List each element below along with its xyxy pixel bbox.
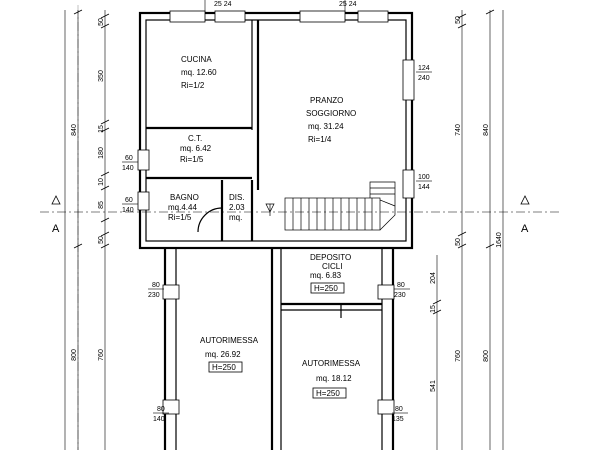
dim-left-85: 85	[98, 201, 105, 209]
garage-walls	[162, 248, 395, 450]
win-bagno-h: 140	[122, 207, 134, 214]
house-walls	[138, 11, 414, 250]
win-pranzo-top-w: 124	[418, 65, 430, 72]
pranzo-name-2: SOGGIORNO	[306, 109, 356, 118]
win-ct-w: 60	[125, 155, 133, 162]
ct-ratio: Ri=1/5	[180, 155, 204, 164]
dim-right-50-bottom: 50	[455, 238, 462, 246]
pranzo-area: mq. 31.24	[308, 122, 344, 131]
win-auto1-top-h: 230	[148, 292, 160, 299]
deposito-area: mq. 6.83	[310, 271, 342, 280]
win-auto1-bottom-w: 80	[157, 406, 165, 413]
win-pranzo-bottom-w: 100	[418, 174, 430, 181]
room-cucina: CUCINA mq. 12.60 Ri=1/2	[181, 55, 217, 90]
autorimessa1-name: AUTORIMESSA	[200, 336, 259, 345]
room-ct: C.T. mq. 6.42 Ri=1/5	[180, 134, 212, 164]
dim-right-541: 541	[430, 380, 437, 392]
dim-right-740: 740	[455, 124, 462, 136]
deposito-name-1: DEPOSITO	[310, 253, 351, 262]
deposito-name-2: CICLI	[322, 262, 342, 271]
win-auto1-top-w: 80	[152, 282, 160, 289]
win-bagno-w: 60	[125, 197, 133, 204]
autorimessa1-area: mq. 26.92	[205, 350, 241, 359]
left-dimensions: 50 350 15 180 10 85 50 840 760 800	[64, 9, 110, 450]
cucina-ratio: Ri=1/2	[181, 81, 205, 90]
autorimessa2-height: H=250	[316, 389, 340, 398]
dim-left-760: 760	[98, 349, 105, 361]
win-dep-w: 80	[397, 282, 405, 289]
bagno-name: BAGNO	[170, 193, 199, 202]
dim-left-350: 350	[98, 70, 105, 82]
bagno-ratio: Ri=1/5	[168, 213, 192, 222]
autorimessa1-height: H=250	[212, 363, 236, 372]
win-auto2-bottom-w: 80	[395, 406, 403, 413]
win-pranzo-top-h: 240	[418, 75, 430, 82]
dim-left-800: 800	[71, 349, 78, 361]
dim-left-840: 840	[71, 124, 78, 136]
room-bagno: BAGNO mq.4.44 Ri=1/5	[168, 193, 199, 222]
stairs	[265, 181, 396, 231]
dim-top-left: 25 24	[214, 1, 232, 8]
dim-right-760: 760	[455, 350, 462, 362]
ct-area: mq. 6.42	[180, 144, 212, 153]
dim-right-204: 204	[430, 272, 437, 284]
bagno-door	[197, 207, 223, 233]
dis-area: 2.03	[229, 203, 245, 212]
dim-left-15: 15	[98, 125, 105, 133]
autorimessa2-name: AUTORIMESSA	[302, 359, 361, 368]
bagno-area: mq.4.44	[168, 203, 197, 212]
room-pranzo-soggiorno: PRANZO SOGGIORNO mq. 31.24 Ri=1/4	[306, 96, 356, 144]
section-marker-right: A	[521, 223, 529, 235]
win-pranzo-bottom-h: 144	[418, 184, 430, 191]
room-deposito-cicli: DEPOSITO CICLI mq. 6.83 H=250	[310, 253, 351, 294]
dim-left-50-top: 50	[98, 18, 105, 26]
dim-right-15: 15	[430, 305, 437, 313]
dis-unit: mq.	[229, 213, 242, 222]
pranzo-name-1: PRANZO	[310, 96, 343, 105]
win-auto2-bottom-h: 135	[392, 416, 404, 423]
house-top-windows	[137, 10, 415, 211]
pranzo-ratio: Ri=1/4	[308, 135, 332, 144]
section-line: A A	[40, 195, 560, 235]
dim-left-50-bottom: 50	[98, 236, 105, 244]
right-dimensions: 50 740 50 204 15 541 840 760 800 1640	[430, 9, 504, 450]
win-dep-h: 230	[394, 292, 406, 299]
deposito-height: H=250	[314, 284, 338, 293]
dim-left-10: 10	[98, 178, 105, 186]
win-ct-h: 140	[122, 165, 134, 172]
dim-right-1640: 1640	[496, 232, 503, 248]
dim-right-840: 840	[483, 124, 490, 136]
room-autorimessa-1: AUTORIMESSA mq. 26.92 H=250	[200, 336, 259, 373]
top-dimensions: 25 24 25 24	[204, 0, 357, 12]
dim-top-right: 25 24	[339, 1, 357, 8]
dim-right-50-top: 50	[455, 16, 462, 24]
autorimessa2-area: mq. 18.12	[316, 374, 352, 383]
section-marker-left: A	[52, 223, 60, 235]
dim-right-800: 800	[483, 350, 490, 362]
win-auto1-bottom-h: 140	[153, 416, 165, 423]
cucina-name: CUCINA	[181, 55, 212, 64]
window-labels: 124 240 100 144 60 140 60 140 80 230 80 …	[122, 65, 432, 423]
room-autorimessa-2: AUTORIMESSA mq. 18.12 H=250	[302, 359, 361, 399]
room-dis: DIS. 2.03 mq.	[229, 193, 245, 222]
cucina-area: mq. 12.60	[181, 68, 217, 77]
dim-left-180: 180	[98, 147, 105, 159]
ct-name: C.T.	[188, 134, 202, 143]
dis-name: DIS.	[229, 193, 245, 202]
